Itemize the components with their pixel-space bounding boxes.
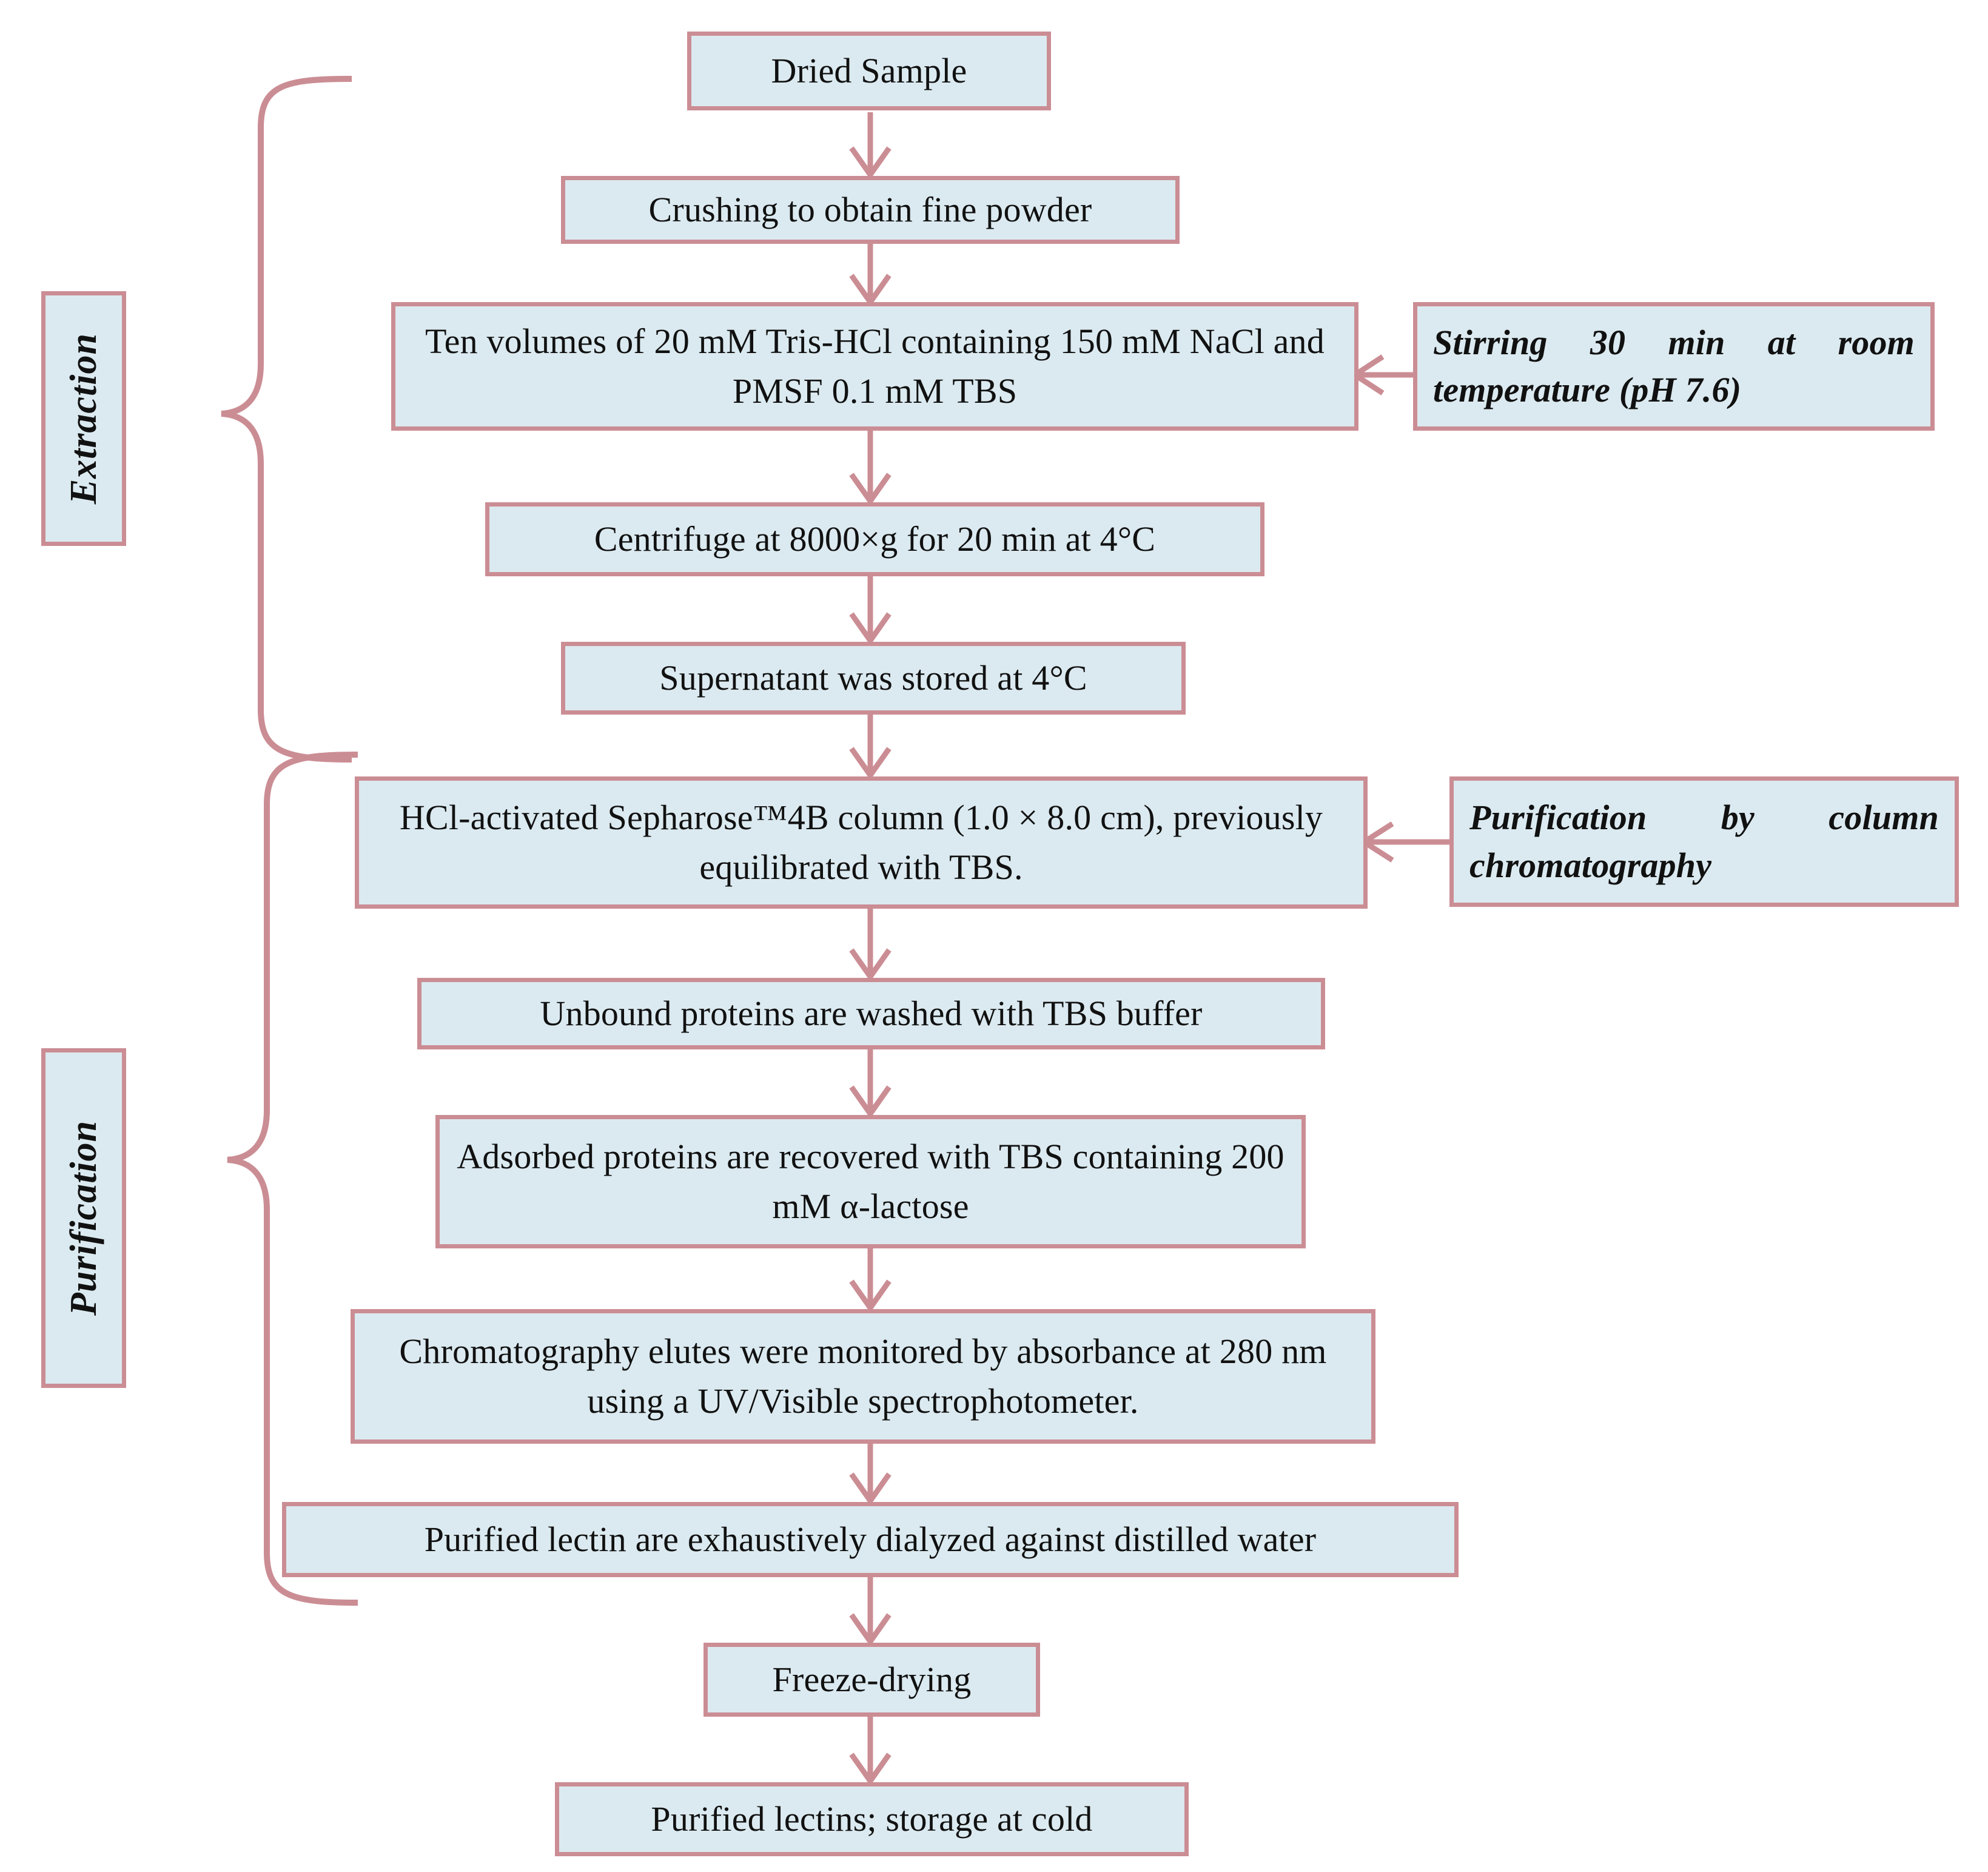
stage-label-purification-text: Purification xyxy=(62,1120,104,1316)
step-sepharose-column-label: HCl-activated Sepharose™4B column (1.0 ×… xyxy=(399,797,1323,887)
arrow-centrifuge-to-supernatant xyxy=(849,576,892,645)
step-supernatant-label: Supernatant was stored at 4°C xyxy=(659,658,1087,698)
step-dried-sample[interactable]: Dried Sample xyxy=(687,32,1051,110)
step-final-product[interactable]: Purified lectins; storage at cold xyxy=(555,1782,1189,1856)
stage-label-extraction-text: Extraction xyxy=(62,332,104,505)
note-purification-label: Purification by column chromatography xyxy=(1469,798,1939,885)
stage-label-purification: Purification xyxy=(41,1048,126,1388)
brace-extraction xyxy=(221,76,352,763)
note-purification[interactable]: Purification by column chromatography xyxy=(1449,776,1959,907)
step-freeze-drying[interactable]: Freeze-drying xyxy=(704,1643,1040,1717)
step-recover-adsorbed[interactable]: Adsorbed proteins are recovered with TBS… xyxy=(435,1115,1306,1248)
arrow-dried-to-crushing xyxy=(849,112,892,180)
arrow-dialysis-to-freeze xyxy=(849,1577,892,1646)
arrow-tris-to-centrifuge xyxy=(849,431,892,506)
step-final-product-label: Purified lectins; storage at cold xyxy=(651,1799,1093,1839)
step-crushing[interactable]: Crushing to obtain fine powder xyxy=(561,176,1180,244)
arrow-monitor-to-dialysis xyxy=(849,1444,892,1506)
brace-purification xyxy=(227,752,358,1606)
arrow-wash-to-recover xyxy=(849,1049,892,1119)
step-dialysis-label: Purified lectin are exhaustively dialyze… xyxy=(424,1519,1317,1559)
arrow-supernatant-to-sepharose xyxy=(849,715,892,780)
arrow-recover-to-monitor xyxy=(849,1248,892,1313)
step-tris-hcl-label: Ten volumes of 20 mM Tris-HCl containing… xyxy=(425,321,1325,411)
step-crushing-label: Crushing to obtain fine powder xyxy=(648,189,1092,229)
step-monitor-absorbance[interactable]: Chromatography elutes were monitored by … xyxy=(351,1309,1375,1444)
step-dried-sample-label: Dried Sample xyxy=(771,50,967,90)
step-freeze-drying-label: Freeze-drying xyxy=(772,1659,972,1699)
step-centrifuge-label: Centrifuge at 8000×g for 20 min at 4°C xyxy=(594,519,1156,559)
step-monitor-absorbance-label: Chromatography elutes were monitored by … xyxy=(399,1331,1327,1421)
arrow-stirring-note-to-tris xyxy=(1349,354,1413,396)
step-wash-unbound-label: Unbound proteins are washed with TBS buf… xyxy=(540,993,1203,1033)
step-sepharose-column[interactable]: HCl-activated Sepharose™4B column (1.0 ×… xyxy=(355,776,1368,909)
step-tris-hcl[interactable]: Ten volumes of 20 mM Tris-HCl containing… xyxy=(391,302,1358,431)
arrow-freeze-to-final xyxy=(849,1717,892,1786)
arrow-sepharose-to-wash xyxy=(849,909,892,981)
step-dialysis[interactable]: Purified lectin are exhaustively dialyze… xyxy=(282,1502,1459,1577)
step-centrifuge[interactable]: Centrifuge at 8000×g for 20 min at 4°C xyxy=(485,502,1264,576)
step-wash-unbound[interactable]: Unbound proteins are washed with TBS buf… xyxy=(417,978,1325,1049)
arrow-crushing-to-tris xyxy=(849,243,892,307)
step-supernatant[interactable]: Supernatant was stored at 4°C xyxy=(561,642,1186,715)
note-stirring-label: Stirring 30 min at room temperature (pH … xyxy=(1433,322,1915,409)
arrow-purification-note-to-sepharose xyxy=(1358,821,1449,863)
stage-label-extraction: Extraction xyxy=(41,291,126,546)
step-recover-adsorbed-label: Adsorbed proteins are recovered with TBS… xyxy=(457,1136,1284,1226)
note-stirring[interactable]: Stirring 30 min at room temperature (pH … xyxy=(1413,302,1935,431)
